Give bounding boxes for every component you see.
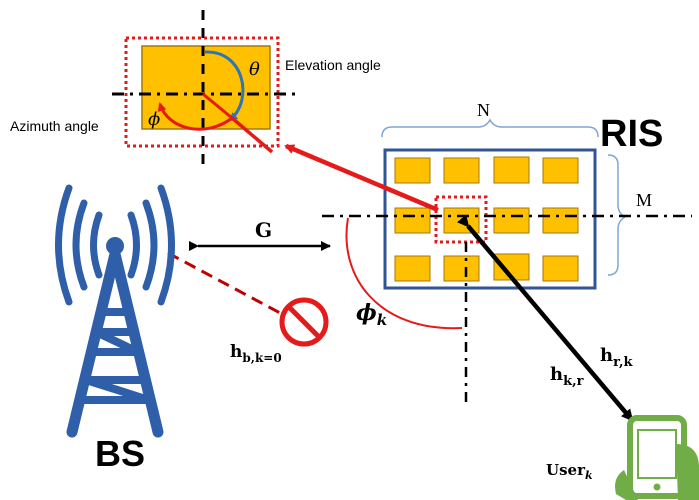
h-bk-label: hb,k=0 bbox=[230, 342, 282, 365]
inset-dotted-frame bbox=[124, 36, 280, 148]
ris-element bbox=[493, 156, 530, 184]
n-brace bbox=[381, 118, 599, 138]
phi-k-label: ϕk bbox=[356, 300, 387, 329]
bs-tower-icon bbox=[55, 184, 175, 438]
azimuth-arc bbox=[157, 102, 233, 131]
ris-element bbox=[394, 207, 431, 234]
phi-k-arc bbox=[345, 217, 463, 330]
ris-element bbox=[394, 157, 431, 184]
ris-element-selected bbox=[443, 207, 480, 234]
reflection-arrow bbox=[284, 143, 439, 213]
zoom-inset: θ ϕ bbox=[112, 10, 298, 165]
theta-label: θ bbox=[249, 59, 260, 80]
projection-stub bbox=[202, 92, 233, 120]
ris-element bbox=[542, 255, 579, 282]
inset-element bbox=[141, 45, 271, 130]
ris-title: RIS bbox=[600, 113, 663, 155]
ris-element bbox=[493, 207, 530, 234]
bs-label: BS bbox=[95, 433, 145, 474]
reflection-arrow-tail bbox=[230, 116, 274, 154]
ris-element bbox=[394, 255, 431, 282]
ris-element bbox=[542, 157, 579, 184]
m-label: M bbox=[636, 190, 652, 210]
phi-label: ϕ bbox=[148, 109, 160, 130]
user-ris-arrow bbox=[456, 214, 634, 422]
g-label: G bbox=[255, 218, 272, 242]
user-phone-icon bbox=[615, 415, 699, 500]
direct-link-blocked bbox=[167, 251, 283, 316]
ris-element bbox=[542, 207, 579, 234]
ris-element bbox=[443, 255, 480, 282]
ris-panel: N RIS M bbox=[381, 100, 663, 290]
elevation-arc bbox=[204, 50, 245, 122]
elevation-angle-label: Elevation angle bbox=[285, 57, 381, 73]
ris-element bbox=[443, 157, 480, 184]
n-label: N bbox=[477, 100, 490, 120]
user-label: Userk bbox=[546, 461, 593, 482]
blocked-icon bbox=[279, 297, 329, 347]
h-kr-label: hk,r bbox=[550, 364, 584, 389]
h-rk-label: hr,k bbox=[600, 345, 634, 370]
azimuth-angle-label: Azimuth angle bbox=[10, 118, 99, 134]
